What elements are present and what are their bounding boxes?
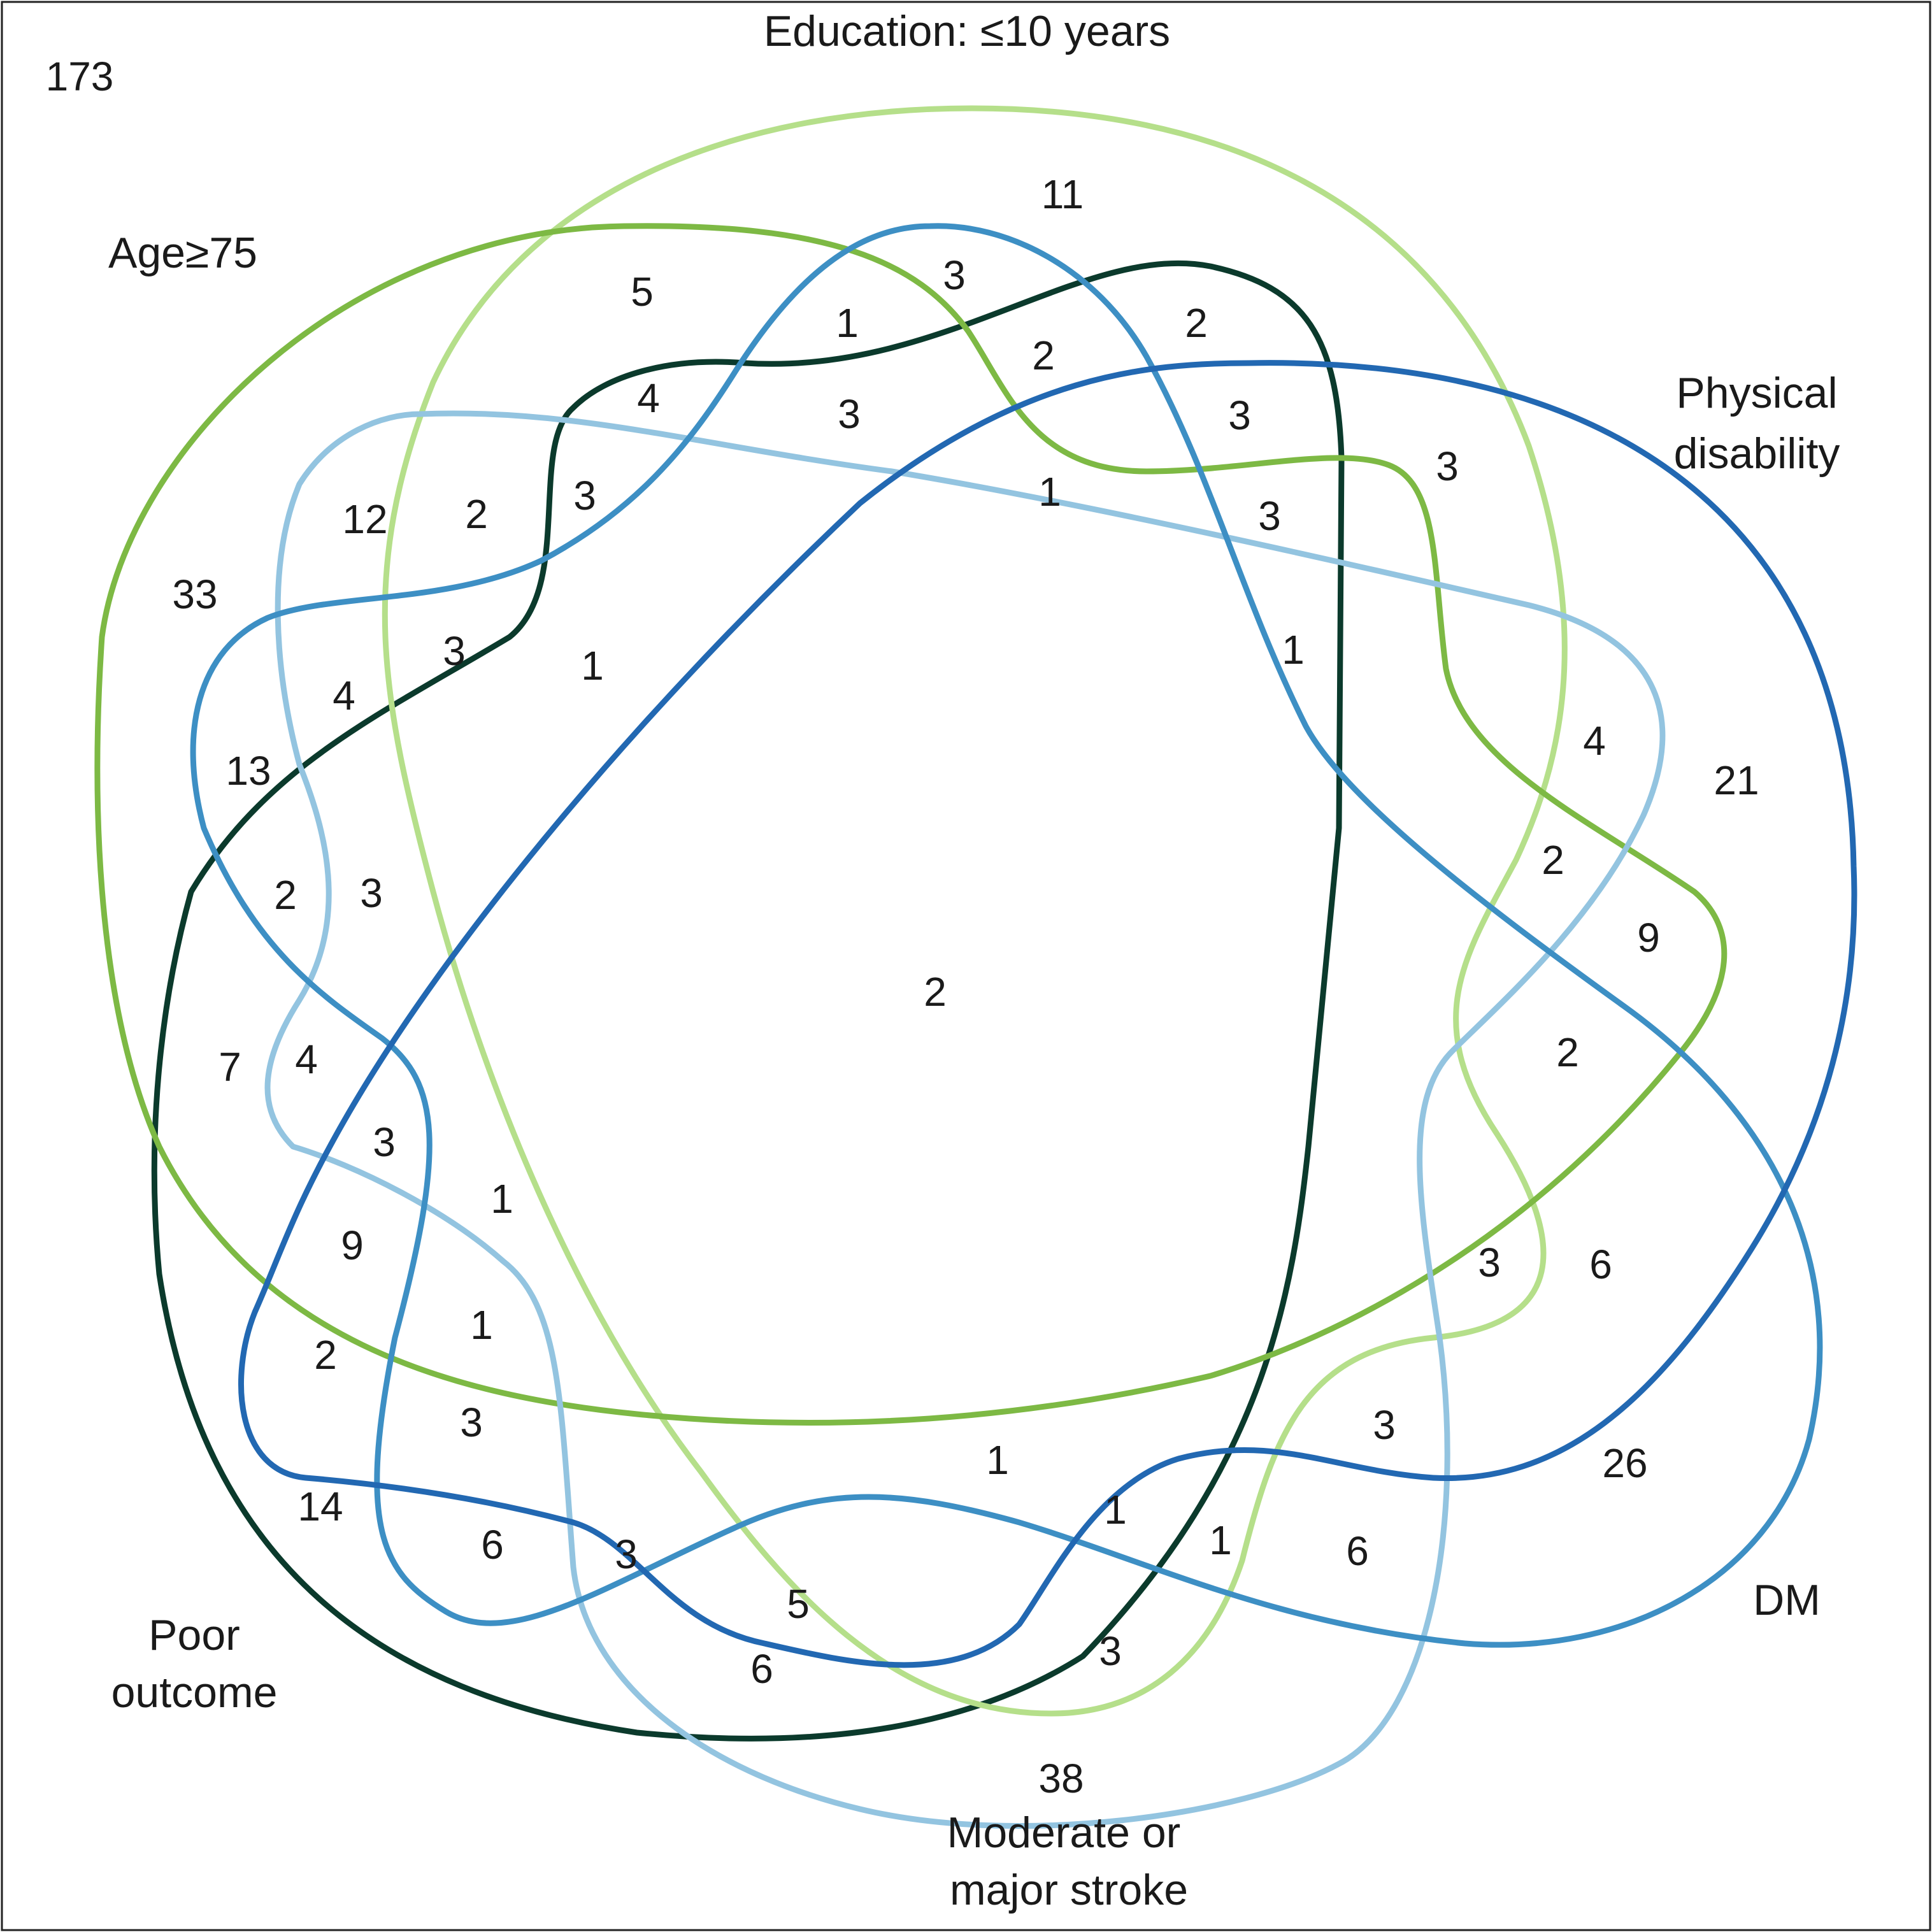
region-count: 2 xyxy=(274,872,297,918)
outside-count: 173 xyxy=(46,54,114,99)
region-count: 1 xyxy=(581,643,604,689)
dm-curve xyxy=(190,223,1823,1648)
region-count: 2 xyxy=(1032,333,1055,378)
region-count: 6 xyxy=(1346,1528,1369,1574)
region-count: 3 xyxy=(1436,443,1459,489)
region-count: 1 xyxy=(986,1437,1009,1483)
region-count: 26 xyxy=(1602,1440,1647,1486)
region-count: 1 xyxy=(1104,1487,1127,1533)
region-count: 3 xyxy=(1373,1402,1396,1448)
region-count: 2 xyxy=(1185,300,1208,346)
region-count: 3 xyxy=(1258,493,1281,539)
region-count: 9 xyxy=(1637,915,1660,961)
poor-outcome-label-line1: Poor xyxy=(148,1611,240,1659)
poor-outcome-curve xyxy=(151,261,1345,1742)
region-count: 4 xyxy=(295,1036,318,1082)
region-count: 3 xyxy=(943,252,966,298)
region-count: 1 xyxy=(1282,627,1305,673)
region-count: 3 xyxy=(1099,1628,1122,1674)
region-count: 3 xyxy=(373,1119,396,1165)
region-count: 1 xyxy=(836,300,859,346)
region-count: 3 xyxy=(615,1531,638,1577)
moderate-stroke-label-line1: Moderate or xyxy=(947,1808,1181,1857)
region-count: 4 xyxy=(637,375,660,421)
poor-outcome-label-line2: outcome xyxy=(111,1668,278,1717)
region-count: 3 xyxy=(838,391,861,437)
region-count: 6 xyxy=(750,1646,773,1692)
region-count: 3 xyxy=(360,870,383,916)
region-count: 3 xyxy=(1228,392,1251,438)
region-count: 14 xyxy=(297,1484,343,1529)
region-count: 11 xyxy=(1041,171,1084,217)
region-count: 13 xyxy=(225,748,271,794)
region-count: 38 xyxy=(1038,1756,1084,1801)
region-count: 3 xyxy=(573,473,596,519)
age-label: Age≥75 xyxy=(108,229,257,277)
physical-disability-curve xyxy=(238,360,1857,1668)
region-count: 2 xyxy=(924,969,947,1015)
region-count: 2 xyxy=(1542,837,1564,883)
region-count: 21 xyxy=(1714,757,1759,803)
moderate-stroke-curve xyxy=(264,410,1666,1829)
region-count: 1 xyxy=(470,1302,493,1348)
region-count: 4 xyxy=(1583,718,1606,764)
region-count: 2 xyxy=(314,1332,337,1378)
region-count: 3 xyxy=(1478,1240,1501,1285)
education-label: Education: ≤10 years xyxy=(764,7,1170,55)
region-count: 12 xyxy=(342,496,387,542)
region-count: 33 xyxy=(172,571,217,617)
region-count: 5 xyxy=(787,1581,810,1627)
region-count: 9 xyxy=(341,1222,364,1268)
region-count: 1 xyxy=(490,1176,513,1222)
region-count: 1 xyxy=(1209,1517,1232,1563)
age-curve xyxy=(94,223,1728,1426)
education-curve xyxy=(382,105,1568,1717)
region-count: 6 xyxy=(1589,1241,1612,1287)
moderate-stroke-label-line2: major stroke xyxy=(950,1866,1188,1914)
region-count: 6 xyxy=(481,1522,504,1568)
region-count: 4 xyxy=(333,673,355,719)
region-count: 3 xyxy=(443,628,466,674)
physical-disability-label-line2: disability xyxy=(1674,429,1840,478)
region-count: 3 xyxy=(460,1399,483,1445)
region-count: 2 xyxy=(1556,1029,1579,1075)
region-count: 2 xyxy=(465,491,488,537)
region-count: 1 xyxy=(1038,469,1061,515)
region-count: 7 xyxy=(218,1044,241,1090)
region-counts: 11 3 2 5 1 2 4 3 3 3 1 12 2 3 3 33 3 1 1… xyxy=(172,171,1759,1801)
dm-label: DM xyxy=(1753,1576,1821,1624)
physical-disability-label-line1: Physical xyxy=(1676,369,1837,417)
region-count: 5 xyxy=(631,269,654,315)
